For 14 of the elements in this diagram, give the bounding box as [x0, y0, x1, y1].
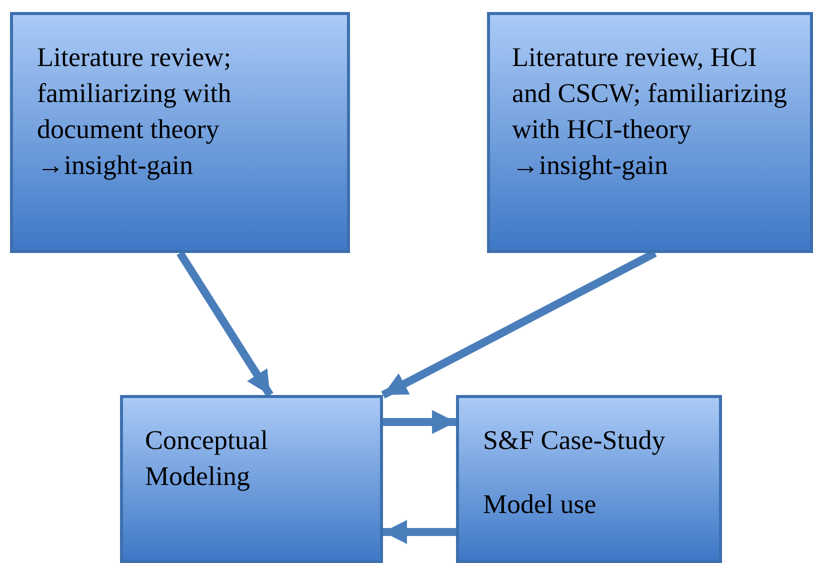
arrow [383, 410, 456, 434]
process-box [487, 12, 813, 253]
box-text: Literature review; familiarizing with document theory [37, 41, 232, 146]
process-box [10, 12, 350, 253]
arrow [176, 250, 274, 398]
box-text: →insight-gain [37, 149, 194, 182]
box-text: S&F Case-Study [483, 424, 666, 457]
box-text: Literature review, HCI and CSCW; familiarizing with HCI-theory [512, 41, 788, 146]
process-box [120, 395, 383, 563]
arrow [383, 520, 456, 544]
box-text: Conceptual Modeling [145, 424, 269, 493]
process-box [456, 395, 722, 563]
box-text: →insight-gain [512, 149, 669, 182]
box-text: Model use [483, 488, 598, 521]
